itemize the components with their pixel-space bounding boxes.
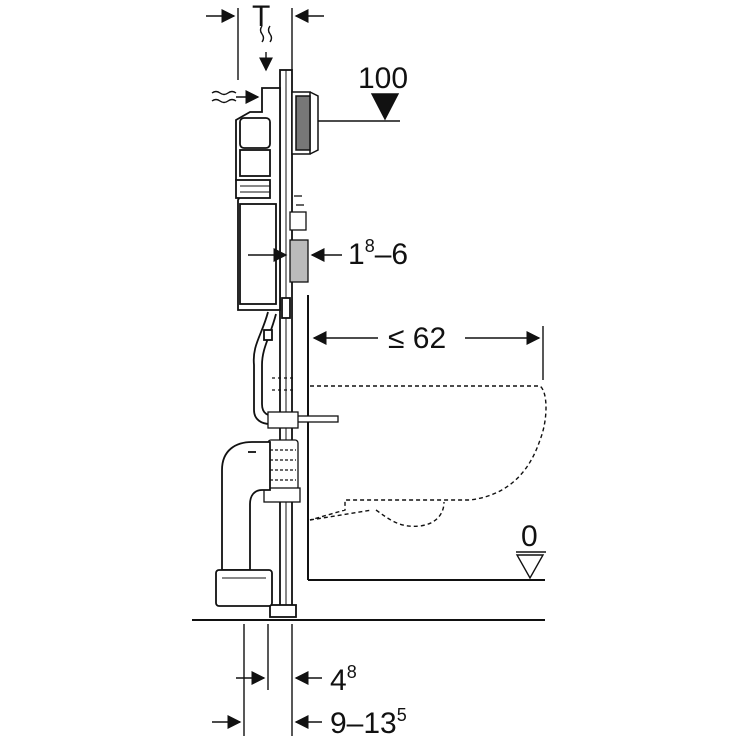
dimension-projection (312, 326, 544, 380)
flush-plate (291, 91, 319, 155)
dimension-bottom-guides (243, 624, 293, 736)
label-projection: ≤ 62 (388, 322, 446, 355)
level-0-marker (515, 551, 546, 580)
label-width: 48 (330, 662, 357, 697)
flush-pipe (252, 311, 277, 425)
label-level-0: 0 (521, 520, 538, 553)
label-thickness: 18–6 (348, 236, 408, 271)
label-depth: 9–135 (330, 705, 407, 736)
wc-bowl-outline (309, 385, 547, 527)
label-level-100: 100 (358, 62, 408, 95)
drain-elbow (215, 441, 273, 607)
frame-brackets (267, 195, 339, 429)
level-100-marker (318, 93, 400, 122)
water-supply-top-icon (259, 25, 273, 72)
finished-wall (307, 295, 545, 581)
connection-fittings (263, 439, 301, 503)
water-supply-side-icon (211, 90, 260, 104)
label-t: T (252, 0, 270, 33)
dimension-t (206, 8, 324, 80)
